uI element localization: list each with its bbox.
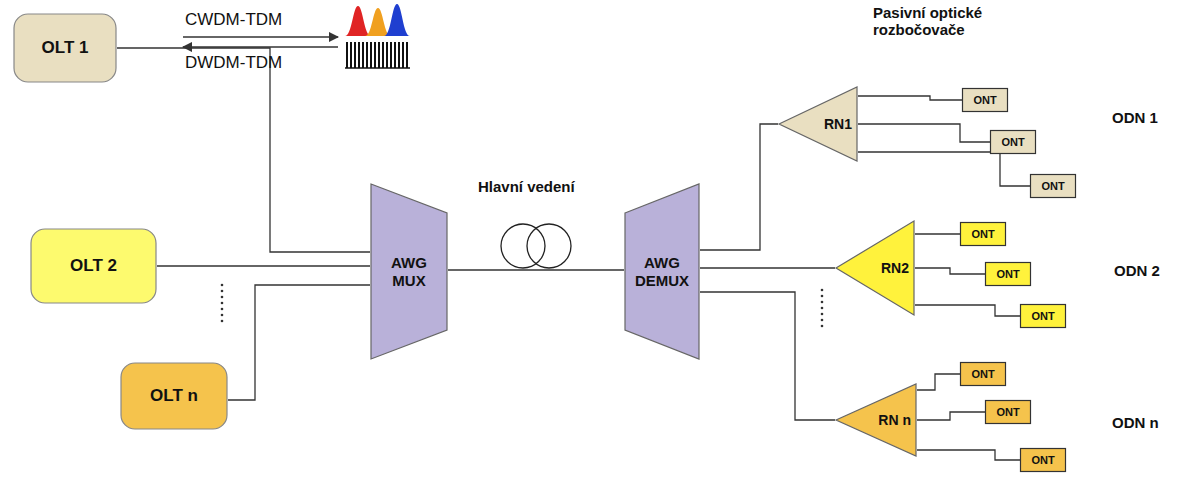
free-label: DWDM-TDM (185, 53, 282, 73)
fiber-coil (501, 224, 571, 268)
node-label: ONT (1001, 136, 1024, 149)
fiber-line (228, 285, 370, 400)
free-label: ODN 2 (1114, 262, 1160, 279)
free-label: ODN n (1112, 414, 1159, 431)
node-label: ONT (971, 368, 994, 381)
node-label: ONT (1041, 180, 1064, 193)
fiber-line (915, 268, 985, 274)
ont-box: ONT (990, 130, 1036, 154)
olt-box: OLT 2 (30, 228, 157, 304)
fiber-line (915, 233, 960, 234)
node-label: RN2 (881, 260, 909, 276)
free-label: Hlavní vedení (478, 178, 575, 195)
ont-box: ONT (1030, 174, 1076, 198)
ont-box: ONT (962, 88, 1008, 112)
node-label: ONT (971, 228, 994, 241)
fiber-line (700, 267, 835, 268)
fiber-line (858, 96, 962, 100)
ont-box: ONT (960, 222, 1006, 246)
node-label: OLT 1 (42, 38, 89, 58)
fiber-line (858, 152, 1030, 186)
free-label: Pasivní optické rozbočovače (873, 4, 1043, 39)
node-label: AWG DEMUX (632, 254, 692, 289)
fiber-line (917, 374, 960, 390)
fiber-line (915, 305, 1020, 316)
olt-box: OLT n (120, 362, 228, 430)
free-label: CWDM-TDM (185, 10, 282, 30)
awg-multiplexer: AWG MUX (370, 183, 448, 360)
fiber-line (700, 124, 778, 250)
fiber-line (448, 269, 624, 270)
fiber-line (917, 412, 985, 420)
node-label: ONT (973, 94, 996, 107)
node-label: OLT 2 (70, 256, 117, 276)
node-label: RN1 (824, 116, 852, 132)
ont-box: ONT (985, 262, 1031, 286)
free-label: ODN 1 (1112, 109, 1158, 126)
fiber-line (917, 450, 1020, 460)
ont-box: ONT (985, 400, 1031, 424)
node-label: OLT n (150, 386, 198, 406)
node-label: ONT (996, 268, 1019, 281)
splitter-triangle: RN1 (778, 86, 858, 162)
node-label: ONT (996, 406, 1019, 419)
node-label: ONT (1031, 454, 1054, 467)
node-label: AWG MUX (383, 254, 435, 289)
fiber-line (157, 265, 370, 266)
node-label: RN n (878, 412, 911, 428)
splitter-triangle: RN2 (835, 220, 915, 316)
olt-box: OLT 1 (13, 13, 117, 83)
continuation-dots (221, 284, 824, 328)
awg-demultiplexer: AWG DEMUX (624, 183, 700, 360)
fiber-line (858, 124, 990, 142)
fiber-line (117, 48, 370, 252)
fiber-line (700, 292, 835, 420)
direction-arrow (183, 36, 338, 37)
splitter-triangle: RN n (835, 383, 917, 457)
ont-box: ONT (960, 362, 1006, 386)
ont-box: ONT (1020, 304, 1066, 328)
spectrum-icon (345, 4, 410, 68)
ont-box: ONT (1020, 448, 1066, 472)
node-label: ONT (1031, 310, 1054, 323)
